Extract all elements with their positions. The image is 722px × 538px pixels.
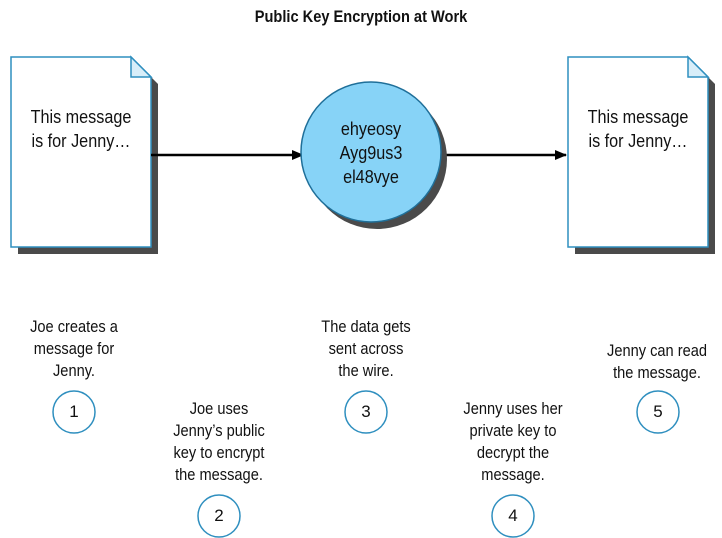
left-doc-line-2: is for Jenny…	[31, 131, 131, 151]
step-5-line-1: Jenny can read	[607, 341, 707, 360]
step-2-circle	[197, 494, 241, 538]
right-doc-line-2: is for Jenny…	[588, 131, 688, 151]
step-2-caption: Joe uses Jenny’s public key to encrypt t…	[159, 398, 279, 486]
step-1-circle	[52, 390, 96, 434]
step-3-line-2: sent across	[328, 339, 404, 358]
step-2-line-4: the message.	[175, 465, 263, 484]
ciphertext-line-3: el48vye	[343, 167, 399, 187]
right-document-icon	[567, 55, 715, 254]
step-1-line-2: message for	[33, 339, 115, 358]
step-5-number: 5	[653, 402, 663, 421]
ciphertext-line-2: Ayg9us3	[339, 143, 403, 163]
step-5-caption: Jenny can read the message.	[597, 340, 717, 384]
step-3-circle	[344, 390, 388, 434]
step-1-number: 1	[69, 402, 79, 421]
step-4-line-4: message.	[481, 465, 545, 484]
step-1-line-3: Jenny.	[52, 361, 95, 380]
step-2-number: 2	[214, 506, 224, 525]
step-3-caption: The data gets sent across the wire.	[306, 316, 426, 382]
step-5-line-2: the message.	[613, 363, 701, 382]
step-4-caption: Jenny uses her private key to decrypt th…	[453, 398, 573, 486]
step-5-circle	[636, 390, 680, 434]
step-3-line-3: the wire.	[338, 361, 394, 380]
ciphertext-line-1: ehyeosy	[340, 119, 402, 139]
step-2-line-1: Joe uses	[189, 399, 249, 418]
step-1-line-1: Joe creates a	[30, 317, 118, 336]
step-2-line-3: key to encrypt	[173, 443, 265, 462]
step-3-number: 3	[361, 402, 371, 421]
right-document-text: This message is for Jenny…	[575, 105, 701, 153]
ciphertext: ehyeosy Ayg9us3 el48vye	[308, 117, 434, 189]
diagram-title: Public Key Encryption at Work	[254, 7, 468, 26]
step-4-line-1: Jenny uses her	[463, 399, 563, 418]
step-4-number: 4	[508, 506, 518, 525]
left-doc-line-1: This message	[30, 107, 132, 127]
right-doc-line-1: This message	[587, 107, 689, 127]
step-2-line-2: Jenny’s public	[173, 421, 265, 440]
left-document-text: This message is for Jenny…	[18, 105, 144, 153]
step-4-line-3: decrypt the	[476, 443, 550, 462]
step-4-circle	[491, 494, 535, 538]
cipher-sphere	[300, 81, 447, 229]
step-3-line-1: The data gets	[321, 317, 411, 336]
left-document-icon	[10, 55, 158, 254]
step-4-line-2: private key to	[469, 421, 557, 440]
step-1-caption: Joe creates a message for Jenny.	[14, 316, 134, 382]
